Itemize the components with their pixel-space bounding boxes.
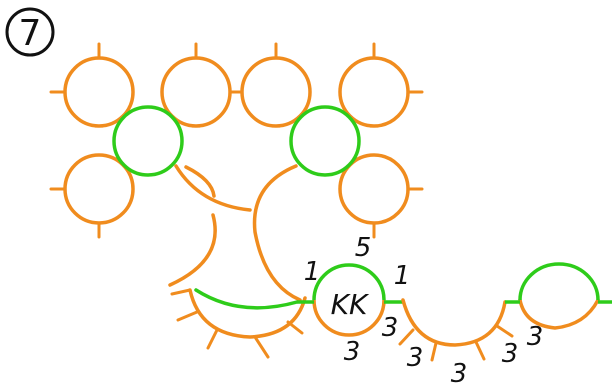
chain-left-long — [168, 213, 217, 287]
orange-chains — [168, 164, 600, 339]
picot — [170, 288, 192, 296]
top-count-label: 5 — [355, 233, 372, 263]
right-ring-group — [505, 262, 612, 304]
lower-chain-picots — [398, 324, 514, 362]
picot — [206, 328, 219, 350]
step-badge-circle — [5, 7, 55, 57]
left-lower-count-label: 3 — [382, 313, 399, 343]
green-ring-left — [112, 105, 184, 177]
picot — [176, 310, 199, 322]
arc-left-count-label: 3 — [407, 343, 424, 373]
bottom-left-count-label: 3 — [344, 337, 361, 367]
picot — [474, 340, 486, 361]
right-top-count-label: 1 — [394, 261, 411, 291]
chain-right-ring-bottom — [518, 298, 600, 330]
orange-rings — [63, 56, 410, 225]
picot — [430, 341, 438, 362]
left-top-count-label: 1 — [304, 257, 321, 287]
picot — [495, 324, 514, 338]
lower-chain — [401, 298, 507, 347]
lower-chain-arc — [401, 298, 507, 347]
green-chain-arc — [194, 288, 299, 310]
green-ring-right — [289, 105, 361, 177]
arc-right-count-label: 3 — [502, 339, 519, 369]
chain-right-long — [252, 164, 302, 302]
arc-bottom-count-label: 3 — [451, 359, 468, 388]
chain-top-left — [174, 164, 252, 212]
picot — [253, 335, 270, 359]
right-ring-top — [518, 262, 600, 301]
kk-ring-bottom — [312, 299, 386, 337]
chain-bottom-arc — [188, 288, 307, 339]
arc-picots — [170, 288, 304, 359]
right-ring-count-label: 3 — [527, 322, 544, 352]
center-ring-label: KK — [331, 288, 370, 321]
picot — [286, 320, 304, 335]
kk-ring-group — [297, 263, 403, 337]
picot — [398, 328, 415, 346]
ring-picots — [49, 42, 424, 239]
step-badge: 7 — [5, 7, 55, 57]
kk-ring-top — [312, 263, 386, 301]
green-rings — [112, 105, 361, 177]
chain-tick — [184, 165, 216, 198]
step-number: 7 — [19, 13, 42, 54]
